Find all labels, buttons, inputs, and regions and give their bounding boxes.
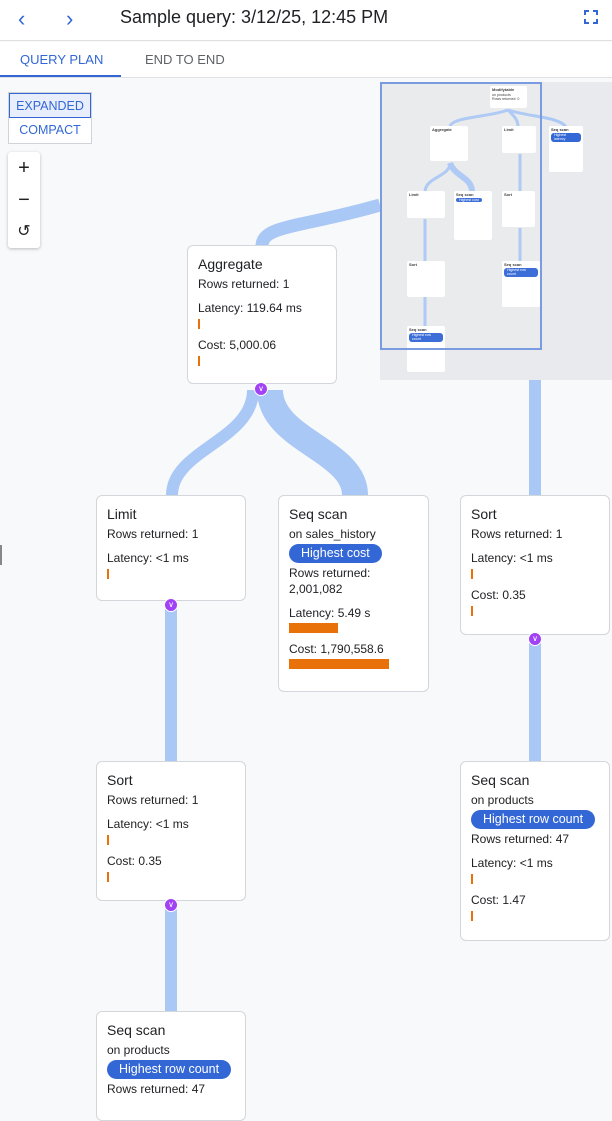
node-title: Aggregate: [198, 256, 263, 272]
reset-zoom-button[interactable]: ↺: [17, 223, 31, 240]
latency: Latency: 5.49 s: [289, 606, 371, 620]
latency-bar: [107, 835, 109, 845]
node-limit[interactable]: Limit Rows returned: 1 Latency: <1 ms: [96, 495, 246, 601]
cost: Cost: 5,000.06: [198, 338, 277, 352]
rows-returned: Rows returned: 47: [107, 1082, 206, 1096]
node-title: Sort: [471, 506, 497, 522]
rows-returned: Rows returned: 1: [107, 527, 199, 541]
rows-returned: Rows returned: 47: [471, 832, 570, 846]
latency-bar: [107, 569, 109, 579]
cost-bar: [471, 911, 473, 921]
rows-returned-label: Rows returned:: [289, 566, 371, 580]
latency: Latency: 119.64 ms: [198, 301, 302, 315]
node-title: Limit: [107, 506, 137, 522]
expand-chevron-icon[interactable]: ∨: [254, 382, 268, 396]
highest-row-count-badge: Highest row count: [471, 810, 596, 829]
minimap-node: Limit: [502, 126, 536, 153]
rows-returned-value: 2,001,082: [289, 582, 343, 596]
chevron-left-icon[interactable]: ‹: [18, 6, 26, 31]
zoom-out-button[interactable]: −: [18, 189, 30, 211]
node-title: Seq scan: [471, 772, 530, 788]
edge-aggregate-limit: [166, 389, 259, 496]
node-sort-left[interactable]: Sort Rows returned: 1 Latency: <1 ms Cos…: [96, 761, 246, 901]
zoom-in-button[interactable]: +: [18, 157, 30, 179]
highest-row-count-badge: Highest row count: [107, 1060, 232, 1079]
zoom-controls: + − ↺: [8, 152, 40, 248]
cost: Cost: 1,790,558.6: [289, 642, 384, 656]
latency-bar: [471, 569, 473, 579]
node-aggregate[interactable]: Aggregate Rows returned: 1 Latency: 119.…: [187, 245, 337, 384]
minimap-node: Aggregate: [430, 126, 468, 161]
minimap-node: Sort: [407, 261, 445, 297]
rows-returned: Rows returned: 1: [107, 793, 199, 807]
highest-cost-badge: Highest cost: [289, 544, 382, 563]
cost: Cost: 0.35: [471, 588, 526, 602]
minimap-viewport[interactable]: [380, 82, 542, 350]
active-tab-indicator: [0, 75, 121, 77]
page-title: Sample query: 3/12/25, 12:45 PM: [120, 7, 389, 27]
table-name: on products: [107, 1043, 170, 1057]
header: ‹ › Sample query: 3/12/25, 12:45 PM: [0, 0, 612, 41]
tab-query-plan[interactable]: QUERY PLAN: [20, 52, 104, 67]
latency: Latency: <1 ms: [107, 817, 189, 831]
rows-returned: Rows returned: 1: [198, 277, 290, 291]
rows-returned: Rows returned: 1: [471, 527, 563, 541]
resize-handle[interactable]: [0, 545, 2, 565]
node-seq-scan-products-bottom[interactable]: Seq scan on products Highest row count R…: [96, 1011, 246, 1121]
node-title: Seq scan: [107, 1022, 166, 1038]
minimap-node: Limit: [407, 191, 445, 218]
expand-chevron-icon[interactable]: ∨: [528, 632, 542, 646]
latency-bar: [198, 319, 200, 329]
minimap-node: Sort: [502, 191, 535, 227]
cost-bar: [289, 659, 389, 669]
cost-bar: [107, 872, 109, 882]
edge-aggregate-seqscan: [257, 388, 368, 497]
node-title: Sort: [107, 772, 133, 788]
latency: Latency: <1 ms: [471, 856, 553, 870]
latency-bar: [289, 623, 338, 633]
fullscreen-icon[interactable]: [584, 10, 598, 24]
tab-end-to-end[interactable]: END TO END: [145, 52, 225, 67]
compact-button[interactable]: COMPACT: [19, 123, 81, 137]
node-title: Seq scan: [289, 506, 348, 522]
cost: Cost: 1.47: [471, 893, 526, 907]
latency: Latency: <1 ms: [107, 551, 189, 565]
expand-chevron-icon[interactable]: ∨: [164, 598, 178, 612]
cost: Cost: 0.35: [107, 854, 162, 868]
node-seq-scan-products-right[interactable]: Seq scan on products Highest row count R…: [460, 761, 610, 941]
table-name: on products: [471, 793, 534, 807]
cost-bar: [471, 606, 473, 616]
expand-chevron-icon[interactable]: ∨: [164, 898, 178, 912]
node-seq-scan-sales-history[interactable]: Seq scan on sales_history Highest cost R…: [278, 495, 429, 692]
cost-bar: [198, 356, 200, 366]
latency: Latency: <1 ms: [471, 551, 553, 565]
latency-bar: [471, 874, 473, 884]
tab-bar: QUERY PLAN END TO END: [0, 42, 612, 78]
view-mode-toggle: EXPANDED COMPACT: [8, 92, 92, 144]
chevron-right-icon[interactable]: ›: [66, 6, 74, 31]
edge-root-aggregate: [255, 198, 382, 248]
expanded-button[interactable]: EXPANDED: [9, 93, 91, 118]
node-sort-right[interactable]: Sort Rows returned: 1 Latency: <1 ms Cos…: [460, 495, 610, 635]
table-name: on sales_history: [289, 527, 376, 541]
